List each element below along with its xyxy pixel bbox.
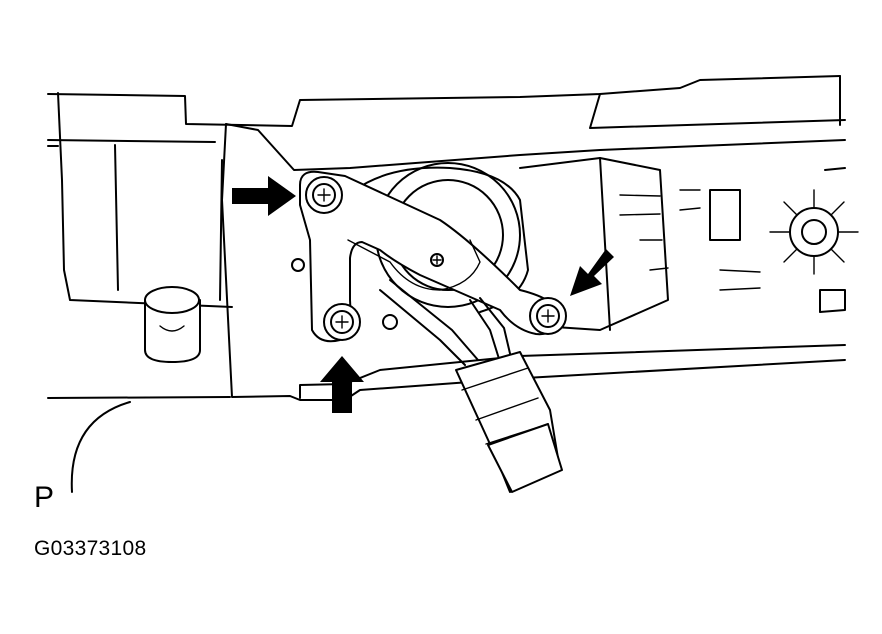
mounting-screw-top [305, 176, 343, 214]
arrow-down-left-icon [570, 249, 614, 296]
figure-code-label: G03373108 [34, 537, 147, 560]
arrow-up-icon [320, 356, 364, 413]
housing-frame [47, 75, 846, 399]
electrical-connector [455, 351, 563, 493]
view-marker-label: P [34, 481, 55, 514]
knob [144, 286, 201, 363]
motor-housing [354, 157, 859, 331]
view-leader-line [70, 401, 131, 493]
mounting-screw-bottom [323, 303, 361, 341]
arrow-right-icon [232, 176, 296, 216]
wire-harness [379, 279, 513, 366]
mounting-screw-right [529, 297, 567, 335]
